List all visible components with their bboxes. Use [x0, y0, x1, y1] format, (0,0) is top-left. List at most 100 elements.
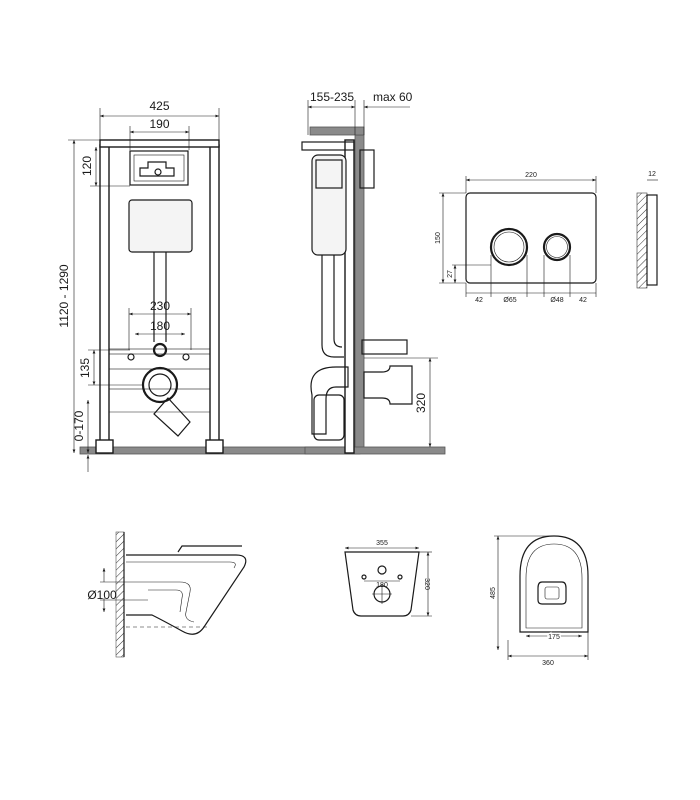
dim-anchor-outer-label: 230 [150, 299, 170, 313]
bowl-side-body [126, 554, 247, 635]
flush-button-small [542, 232, 572, 262]
side-frame-post [344, 139, 355, 454]
drain-elbow [153, 397, 191, 437]
bowl-rear-view: 355 180 320 [344, 540, 432, 617]
plate-side-body [646, 194, 658, 286]
service-opening-inner [133, 154, 185, 182]
bowl-side-trap [148, 581, 195, 623]
dim-top-width-label: 360 [542, 660, 554, 667]
frame-right-post [209, 144, 220, 454]
side-outlet [363, 365, 413, 405]
side-cistern [311, 154, 347, 256]
dim-top-offset-label: 120 [80, 156, 94, 176]
side-inlet [361, 339, 408, 355]
side-floor [304, 446, 446, 455]
side-valve [315, 159, 343, 189]
plate-side-view: 12 [636, 171, 658, 289]
dim-plate-width: 220 [465, 172, 597, 193]
dim-plate-height: 150 [435, 192, 466, 284]
dim-top-length-label: 485 [490, 587, 497, 599]
dim-plate-height-label: 150 [435, 232, 442, 244]
bowl-top-body [519, 535, 589, 633]
dim-rear-depth: 320 [411, 551, 432, 617]
bowl-side-seat [177, 545, 242, 553]
dim-rear-width: 355 [345, 540, 419, 550]
dim-rear-width-label: 355 [376, 540, 388, 547]
bowl-top-hole-inner [544, 586, 560, 600]
dim-small-button-label: Ø48 [550, 297, 563, 304]
anchor-right [182, 353, 190, 361]
dim-wall-max: max 60 [363, 90, 413, 135]
side-view: 155-235 max 60 320 [301, 90, 446, 455]
dim-top-length: 485 [490, 535, 554, 650]
bowl-rear-hole-left [361, 574, 367, 580]
valve-mechanism [139, 161, 175, 177]
bowl-rear-body [344, 551, 420, 617]
dim-pipe-diameter-label: Ø100 [87, 588, 117, 602]
frame-left-post [99, 144, 110, 454]
flush-button-large-inner [493, 231, 525, 263]
dim-drain-height-label: 320 [414, 393, 428, 413]
bowl-top-inner [525, 543, 583, 629]
dim-top-width: 360 [507, 632, 589, 667]
dim-button-offset-label: 27 [447, 270, 454, 278]
front-view: 425 190 1120 - 1290 120 230 [57, 99, 361, 472]
dim-rear-holes-label: 180 [376, 582, 388, 589]
flush-pipe [153, 252, 167, 342]
bowl-top-hole [537, 581, 567, 605]
dim-height: 1120 - 1290 [57, 139, 100, 453]
frame-right-foot [205, 439, 224, 454]
dim-wall-max-label: max 60 [373, 90, 413, 104]
service-opening [129, 150, 189, 186]
dim-rear-holes: 180 [364, 580, 400, 589]
dim-thickness-label: 12 [648, 171, 656, 178]
dim-width-total-label: 425 [149, 99, 169, 113]
dim-drain-offset: 135 [78, 349, 143, 386]
dim-top-inner-width: 175 [526, 633, 582, 643]
frame-crossbar [108, 348, 211, 355]
dim-foot-range: 0-170 [72, 400, 90, 472]
dim-width-inner: 190 [129, 117, 190, 150]
bowl-rear-hole-right [397, 574, 403, 580]
dim-width-total: 425 [99, 99, 220, 140]
side-drain-base [313, 394, 345, 441]
dim-width-inner-label: 190 [149, 117, 169, 131]
side-drain-pipe [310, 366, 349, 435]
dim-drain-offset-label: 135 [78, 358, 92, 378]
side-wall-top [309, 126, 365, 136]
dim-button-offset: 27 [447, 264, 491, 283]
dim-pipe-diameter: Ø100 [87, 568, 148, 612]
side-pipe [321, 255, 344, 358]
side-front-panel [359, 149, 375, 189]
flush-plate-view: 220 150 27 42 Ø65 Ø48 42 [435, 172, 597, 304]
drain-bracket [108, 368, 211, 390]
dim-depth: 155-235 [307, 90, 356, 135]
dim-top-inner-width-label: 175 [548, 634, 560, 641]
plate-side-hatch [636, 192, 648, 289]
dim-depth-label: 155-235 [310, 90, 354, 104]
dim-anchor-inner-label: 180 [150, 319, 170, 333]
dim-plate-bottom: 42 Ø65 Ø48 42 [465, 255, 597, 304]
bowl-side-view: Ø100 [87, 531, 247, 658]
flush-button-small-inner [546, 236, 568, 258]
side-bracket-top [301, 141, 355, 151]
dim-anchor-outer: 230 [128, 299, 192, 350]
dim-margin-right-label: 42 [579, 297, 587, 304]
valve-knob [154, 168, 162, 176]
dim-anchor-inner: 180 [135, 319, 185, 336]
dim-drain-height: 320 [364, 357, 438, 447]
frame-top-bar [99, 139, 220, 148]
dim-rear-depth-label: 320 [423, 578, 430, 590]
dim-margin-left-label: 42 [475, 297, 483, 304]
dim-plate-width-label: 220 [525, 172, 537, 179]
dim-top-offset: 120 [80, 147, 130, 187]
cistern-tank [128, 199, 193, 253]
bowl-top-view: 485 175 360 [490, 535, 589, 667]
flush-plate [465, 192, 597, 284]
water-inlet [152, 342, 168, 358]
drain-inner [148, 373, 172, 397]
flush-button-large [489, 227, 529, 267]
bowl-side-wall [115, 531, 125, 658]
dim-foot-range-label: 0-170 [72, 410, 86, 441]
